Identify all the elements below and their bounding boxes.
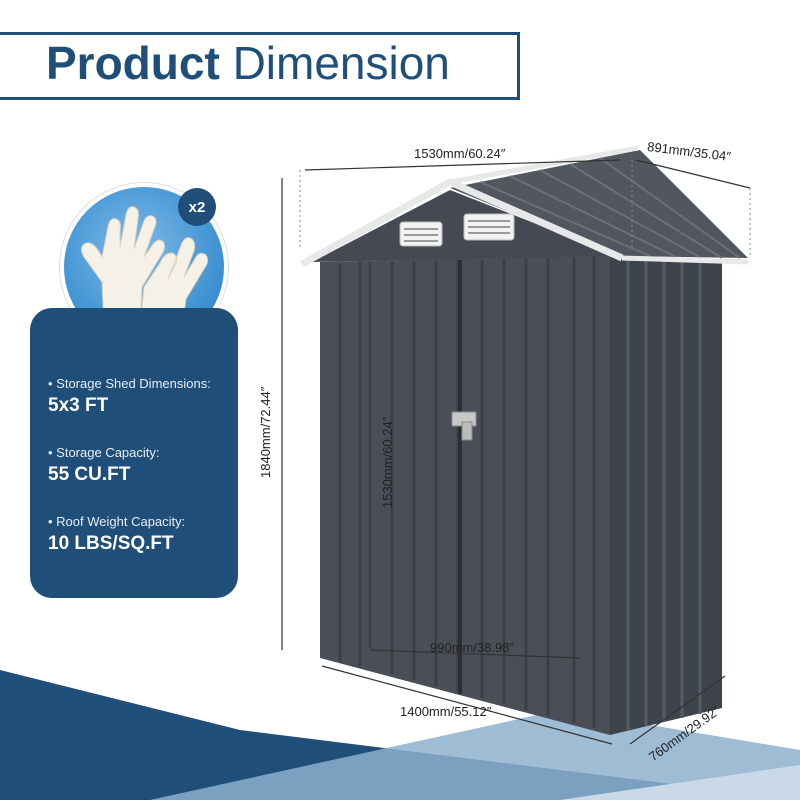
- spec-panel: • Storage Shed Dimensions: 5x3 FT • Stor…: [30, 308, 238, 598]
- spec-value: 5x3 FT: [48, 395, 109, 416]
- page-title: Product Dimension: [46, 36, 450, 90]
- quantity-badge: x2: [178, 188, 216, 226]
- spec-item: • Roof Weight Capacity: 10 LBS/SQ.FT: [48, 514, 185, 555]
- spec-label: • Storage Capacity:: [48, 445, 160, 460]
- bottom-band: [0, 670, 800, 800]
- title-light: Dimension: [232, 37, 450, 89]
- dimension-door-width: 990mm/38.98″: [430, 640, 515, 655]
- title-bold: Product: [46, 37, 220, 89]
- dimension-roof-width: 1530mm/60.24″: [414, 146, 506, 161]
- spec-value: 55 CU.FT: [48, 464, 131, 485]
- title-frame: [0, 32, 520, 100]
- spec-label: • Roof Weight Capacity:: [48, 514, 186, 529]
- spec-item: • Storage Capacity: 55 CU.FT: [48, 445, 160, 486]
- spec-label: • Storage Shed Dimensions:: [48, 376, 211, 391]
- dimension-total-height: 1840mm/72.44″: [258, 386, 273, 478]
- dimension-door-height: 1530mm/60.24″: [380, 416, 395, 508]
- dimension-base-width: 1400mm/55.12″: [400, 704, 492, 719]
- spec-value: 10 LBS/SQ.FT: [48, 533, 174, 554]
- spec-item: • Storage Shed Dimensions: 5x3 FT: [48, 376, 211, 417]
